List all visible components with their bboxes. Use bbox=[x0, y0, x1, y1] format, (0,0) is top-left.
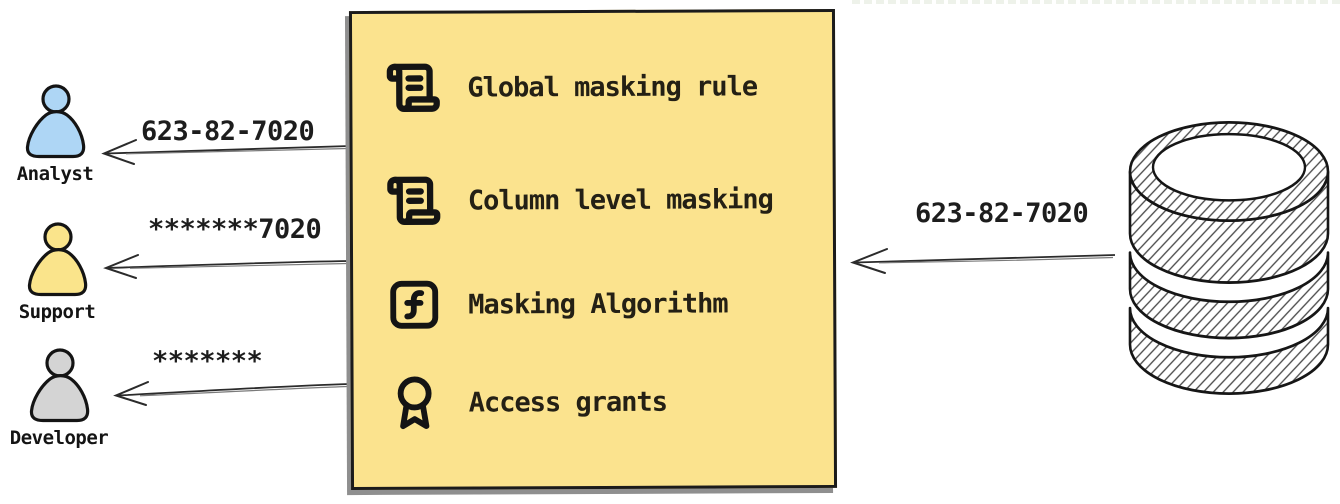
person-body bbox=[25, 110, 86, 159]
scroll-text-icon bbox=[387, 176, 441, 225]
arrow-to-support-icon bbox=[103, 254, 351, 279]
arrow-to-developer-icon bbox=[113, 381, 351, 406]
policy-item-label: Global masking rule bbox=[467, 70, 758, 104]
award-icon bbox=[397, 376, 432, 430]
arrow-database-to-box-icon bbox=[850, 248, 1116, 274]
function-square-icon bbox=[390, 280, 439, 329]
scroll-text-icon bbox=[386, 63, 440, 112]
policy-item-column-level-masking: Column level masking bbox=[386, 170, 773, 230]
policy-item-global-masking-rule: Global masking rule bbox=[385, 57, 757, 117]
person-icon bbox=[25, 84, 86, 159]
consumer-label: Developer bbox=[9, 427, 109, 449]
policy-item-masking-algorithm: Masking Algorithm bbox=[386, 274, 728, 333]
value-from-database: 623-82-7020 bbox=[915, 198, 1089, 229]
consumer-developer: Developer bbox=[4, 348, 114, 449]
person-icon bbox=[27, 222, 88, 297]
policy-item-access-grants: Access grants bbox=[387, 373, 668, 432]
value-to-developer: ******* bbox=[152, 346, 263, 377]
person-head bbox=[41, 84, 71, 114]
faint-dashed-line bbox=[852, 0, 1340, 4]
person-body bbox=[27, 248, 88, 297]
arrow-to-analyst-icon bbox=[101, 139, 351, 165]
masking-policy-box: Global masking rule Column level masking… bbox=[348, 8, 838, 491]
consumer-label: Support bbox=[18, 301, 96, 323]
consumer-label: Analyst bbox=[16, 163, 94, 185]
value-to-analyst: 623-82-7020 bbox=[141, 116, 315, 147]
policy-item-label: Access grants bbox=[468, 386, 668, 419]
person-head bbox=[43, 222, 73, 252]
consumer-analyst: Analyst bbox=[0, 84, 110, 185]
person-head bbox=[45, 348, 75, 378]
database-icon bbox=[1128, 121, 1330, 395]
person-body bbox=[29, 374, 90, 423]
policy-item-label: Masking Algorithm bbox=[468, 287, 728, 321]
policy-item-label: Column level masking bbox=[467, 183, 773, 217]
value-to-support: *******7020 bbox=[148, 214, 322, 245]
person-icon bbox=[29, 348, 90, 423]
consumer-support: Support bbox=[2, 222, 112, 323]
